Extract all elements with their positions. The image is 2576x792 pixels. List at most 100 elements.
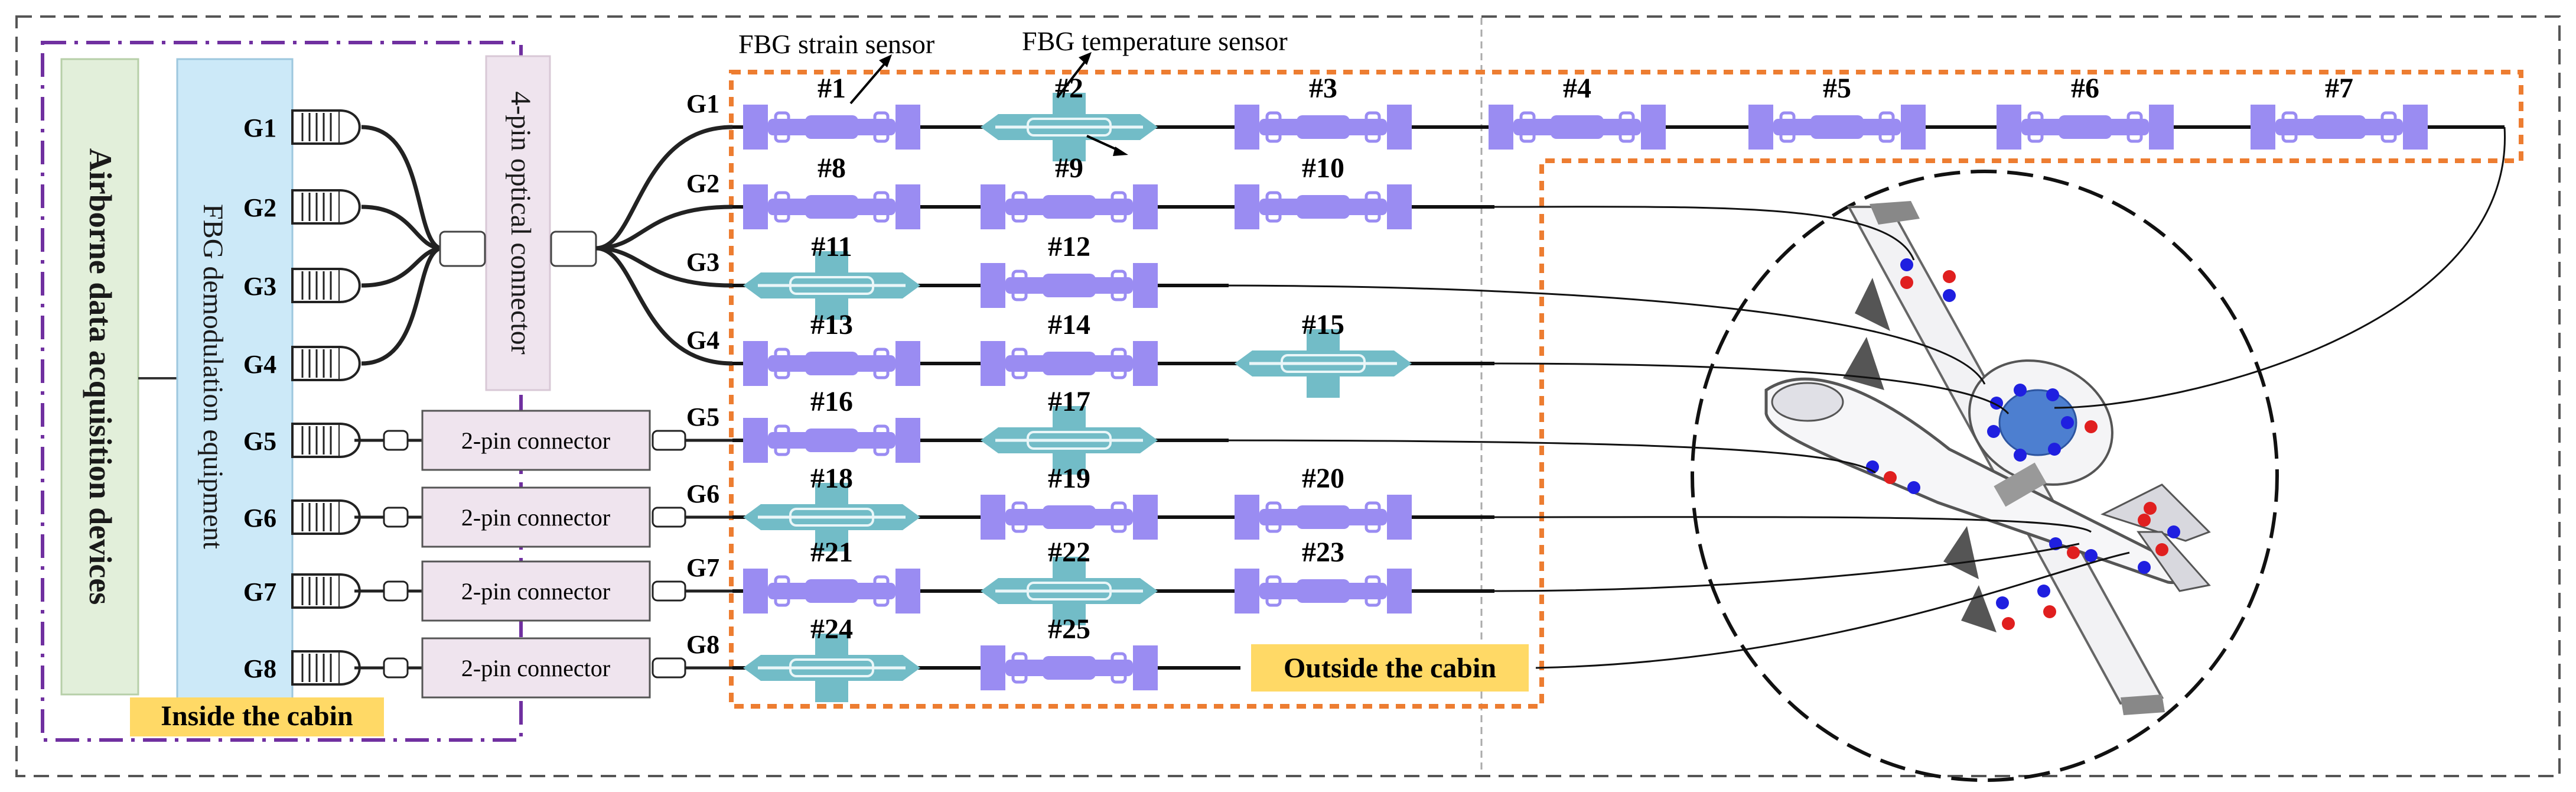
aircraft-sensor-dot [2046, 388, 2059, 401]
outer-frame [15, 15, 2561, 777]
strain-sensor-13: #13 [743, 309, 920, 386]
optical-connector-box [485, 55, 551, 391]
aircraft-sensor-dot [1900, 276, 1913, 289]
channel-label-right: G4 [686, 326, 719, 355]
temperature-sensor-18: #18 [743, 463, 920, 551]
temperature-sensor-2: #2 [981, 73, 1158, 161]
sensor-number-label: #23 [1302, 537, 1344, 568]
channel-label-left: G2 [243, 193, 276, 222]
strain-sensor-25: #25 [981, 614, 1158, 690]
channel-label-left: G4 [243, 350, 276, 379]
channel-label-left: G3 [243, 272, 276, 301]
aircraft-sensor-dot [2061, 416, 2074, 429]
aircraft-sensor-dot [2085, 420, 2098, 433]
aircraft-sensor-dot [2002, 617, 2015, 630]
strain-sensor-19: #19 [981, 463, 1158, 540]
sensor-number-label: #14 [1048, 309, 1090, 340]
strain-sensor-4: #4 [1489, 73, 1666, 150]
strain-sensor-20: #20 [1235, 463, 1412, 540]
strain-sensor-5: #5 [1748, 73, 1926, 150]
aircraft-sensor-dot [2155, 543, 2168, 556]
aircraft-illustration [1691, 170, 2279, 782]
sensor-number-label: #2 [1055, 73, 1083, 104]
two-pin-connector-label: 2-pin connector [461, 578, 610, 605]
strain-sensor-23: #23 [1235, 537, 1412, 614]
aircraft-sensor-dot [1884, 471, 1897, 484]
temp-sensor-arrowhead [1079, 52, 1092, 65]
sensor-number-label: #21 [810, 537, 853, 568]
optical-connector-label: 4-pin optical connector [505, 91, 536, 354]
aircraft-sensor-dot [2167, 525, 2180, 538]
sensor-number-label: #16 [810, 386, 853, 417]
inside-cabin-frame [41, 41, 523, 742]
aircraft-sensor-dot [2138, 514, 2151, 527]
temp-sensor-label: FBG temperature sensor [1022, 26, 1288, 56]
sensor-number-label: #1 [818, 73, 846, 104]
airborne-device-label: Airborne data acquisition devices [83, 148, 118, 605]
sensor-number-label: #17 [1048, 386, 1090, 417]
temperature-sensor-11: #11 [743, 231, 920, 320]
temp-sensor-arrow-2 [1086, 135, 1120, 152]
aircraft-sensor-dot [2144, 502, 2157, 515]
two-pin-connector-6: 2-pin connector [354, 486, 732, 548]
sensor-number-label: #19 [1048, 463, 1090, 494]
sensor-number-label: #12 [1048, 231, 1090, 262]
strain-sensor-1: #1 [743, 73, 920, 150]
sensor-number-label: #9 [1055, 152, 1083, 184]
sensor-number-label: #6 [2071, 73, 2099, 104]
inside-cabin-badge [130, 697, 384, 736]
temp-sensor-arrowhead-2 [1113, 147, 1128, 156]
fiber-bundle-right [595, 125, 733, 366]
sensor-number-label: #24 [810, 614, 853, 645]
channel-label-left: G5 [243, 427, 276, 456]
channel-label-right: G6 [686, 479, 719, 508]
outside-cabin-label: Outside the cabin [1284, 653, 1496, 684]
fiber-bundle-left [361, 125, 441, 366]
demod-equipment-label: FBG demodulation equipment [197, 204, 229, 550]
strain-sensor-14: #14 [981, 309, 1158, 386]
temperature-sensor-15: #15 [1235, 309, 1412, 398]
sensor-number-label: #8 [818, 152, 846, 184]
aircraft-sensor-dot [1907, 481, 1920, 494]
channel-label-left: G8 [243, 654, 276, 683]
sensor-number-label: #25 [1048, 614, 1090, 645]
strain-sensor-arrow [849, 61, 887, 105]
sensor-number-label: #13 [810, 309, 853, 340]
sensor-number-label: #3 [1309, 73, 1337, 104]
strain-sensor-label: FBG strain sensor [738, 29, 934, 59]
channel-label-left: G1 [243, 113, 276, 142]
sensor-number-label: #20 [1302, 463, 1344, 494]
channel-label-right: G1 [686, 89, 719, 118]
channel-label-left: G7 [243, 577, 276, 606]
strain-sensor-12: #12 [981, 231, 1158, 308]
aircraft-sensor-dot [2138, 561, 2151, 574]
strain-sensor-7: #7 [2251, 73, 2428, 150]
two-pin-connector-label: 2-pin connector [461, 504, 610, 531]
channel-label-right: G5 [686, 403, 719, 431]
strain-sensor-arrowhead [879, 54, 892, 67]
aircraft-sensor-dot [2043, 605, 2056, 618]
channel-label-right: G8 [686, 630, 719, 659]
strain-sensor-16: #16 [743, 386, 920, 463]
aircraft-sensor-dot [2048, 443, 2061, 456]
outside-cabin-frame [729, 70, 2523, 709]
aircraft-sensor-dot [2014, 449, 2027, 462]
strain-sensor-8: #8 [743, 152, 920, 229]
aircraft-sensor-dot [2085, 549, 2098, 562]
inside-cabin-label: Inside the cabin [161, 700, 353, 732]
two-pin-connector-label: 2-pin connector [461, 655, 610, 681]
channel-label-right: G2 [686, 169, 719, 198]
aircraft-sensor-dot [2067, 546, 2080, 559]
routing-lines [1210, 126, 2506, 669]
sensor-number-label: #18 [810, 463, 853, 494]
two-pin-connector-5: 2-pin connector [354, 410, 732, 471]
sensor-number-label: #7 [2325, 73, 2353, 104]
channel-label-right: G7 [686, 553, 719, 582]
airborne-device-box [60, 58, 139, 696]
aircraft-sensor-dot [2014, 384, 2027, 397]
aircraft-sensor-dot [1996, 596, 2009, 609]
aircraft-sensor-dot [1900, 258, 1913, 271]
